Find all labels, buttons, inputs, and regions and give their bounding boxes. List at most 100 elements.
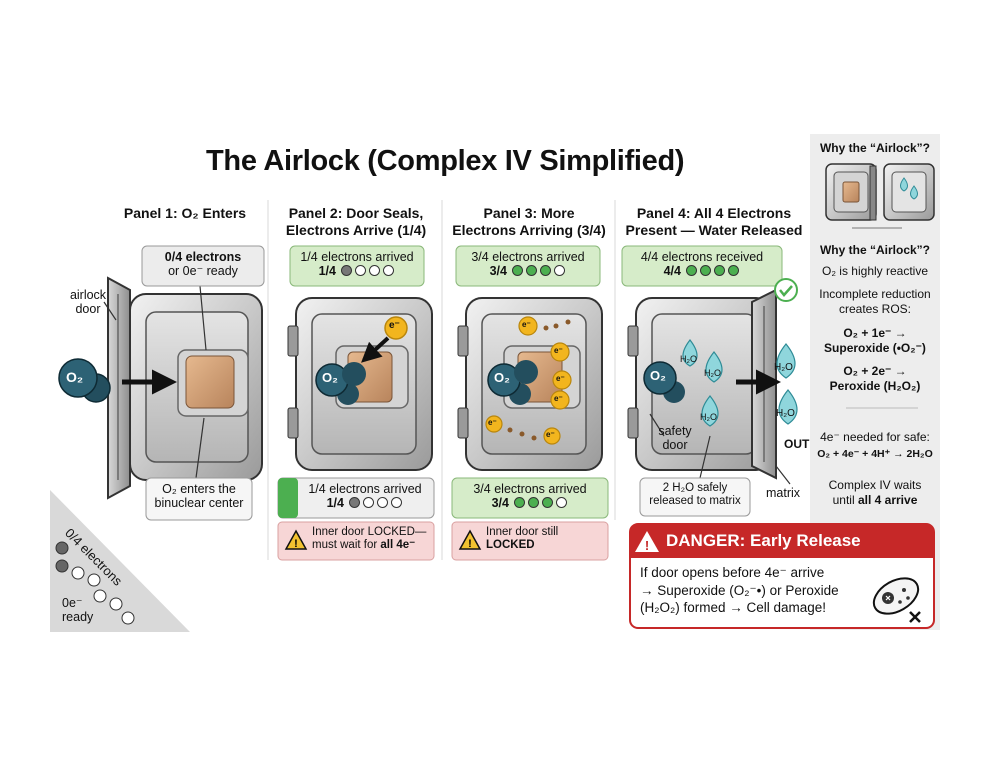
- panel-3-top-dots: [510, 264, 566, 278]
- sidebar-question-1: Why the “Airlock”?: [819, 141, 930, 155]
- sidebar-wait-line-1: Complex IV waits: [828, 478, 922, 492]
- panel-1-chamber: [58, 276, 263, 500]
- panel-3-bottom-count-row: 3/4: [452, 496, 608, 510]
- panel-2-warning-line-1: Inner door LOCKED—: [312, 526, 427, 538]
- progress-dot-empty: [555, 497, 567, 509]
- panel-4-note: 2 H₂O safely released to matrix: [640, 482, 750, 508]
- panel-3-electron-label-1: e⁻: [522, 320, 531, 329]
- panel-2-bottom-status: 1/4 electrons arrived 1/4: [298, 482, 432, 511]
- panel-4-water-label-1: H₂O: [680, 354, 697, 364]
- panel-2-electron-label: e⁻: [389, 320, 400, 331]
- panel-1-status-line-2: or 0e⁻ ready: [168, 264, 238, 279]
- safety-door-label-line-1: safety: [658, 424, 692, 438]
- sidebar-equation-2-line-1: O₂ + 2e⁻ →: [843, 364, 907, 378]
- corner-ready-label: 0e⁻ ready: [62, 596, 93, 625]
- panel-1-note-box: [145, 477, 253, 521]
- progress-dot-filled: [685, 265, 697, 277]
- panel-2-top-dots: [339, 264, 395, 278]
- panel-1-o2-label: O₂: [66, 369, 84, 385]
- panel-4-note-line-2: released to matrix: [649, 495, 741, 508]
- sidebar-fact-2-line-1: Incomplete reduction: [819, 287, 931, 301]
- danger-body: If door opens before 4e⁻ arrive → Supero…: [640, 564, 839, 617]
- panel-3-electron-label-6: e⁻: [546, 430, 555, 439]
- sidebar-equation-1: O₂ + 1e⁻ → Superoxide (•O₂⁻): [812, 326, 938, 356]
- safety-door-label: safety door: [650, 424, 700, 453]
- panel-3-o2-label: O₂: [494, 370, 510, 385]
- corner-legend: [50, 490, 190, 632]
- sidebar-fact-1: O₂ is highly reactive: [821, 264, 929, 278]
- sidebar-question-2: Why the “Airlock”?: [819, 243, 930, 257]
- sidebar-equation-1-line-2: Superoxide (•O₂⁻): [824, 341, 926, 355]
- panel-3-bottom-dots: [512, 496, 568, 510]
- panel-3-warning-line-1: Inner door still: [486, 526, 559, 538]
- panel-2-chamber: [287, 297, 433, 471]
- progress-dot-empty: [354, 265, 366, 277]
- panel-4-water-out-label-2: H₂O: [776, 408, 795, 419]
- sidebar-wait: Complex IV waits until all 4 arrive: [812, 478, 938, 508]
- panel-3-chamber: [457, 297, 603, 471]
- panel-4-heading-line-2: Present — Water Released: [625, 221, 803, 238]
- panel-2-warning-line-2: must wait for all 4e⁻: [312, 539, 426, 552]
- panel-1-status-line-1: 0/4 electrons: [142, 250, 264, 264]
- progress-dot-empty: [368, 265, 380, 277]
- panel-1-note-line-2: binuclear center: [154, 496, 244, 511]
- sidebar-airlock-icon: [825, 163, 935, 229]
- panel-4-top-text: 4/4 electrons received: [640, 250, 764, 264]
- panel-2-heading: Panel 2: Door Seals, Electrons Arrive (1…: [274, 205, 438, 239]
- panel-1-heading: Panel 1: O₂ Enters: [123, 205, 247, 221]
- panel-4-note-box: [639, 477, 751, 517]
- panel-2-bottom-dots: [347, 496, 403, 510]
- progress-dot-empty: [362, 497, 374, 509]
- panel-3-warning-icon: !: [458, 529, 482, 550]
- panel-2-warning-bold: all 4e⁻: [380, 539, 416, 552]
- panel-1-status-bold: 0/4 electrons: [164, 250, 242, 264]
- panel-dividers: [267, 200, 616, 560]
- progress-dot-filled: [727, 265, 739, 277]
- progress-dot-empty: [382, 265, 394, 277]
- panel-3-heading-line-1: Panel 3: More: [483, 205, 575, 221]
- panel-3-bottom-text: 3/4 electrons arrived: [473, 482, 587, 496]
- out-label: OUT: [784, 437, 810, 451]
- panel-3-bottom-status: 3/4 electrons arrived 3/4: [452, 482, 608, 511]
- danger-title: DANGER: Early Release: [666, 531, 861, 550]
- panel-3-heading-line-2: Electrons Arriving (3/4): [452, 221, 606, 238]
- binuclear-center: [185, 355, 235, 409]
- panel-2-bottom-text: 1/4 electrons arrived: [308, 482, 422, 496]
- panel-1-note-line-1: O₂ enters the: [162, 482, 236, 496]
- progress-dot-filled: [513, 497, 525, 509]
- panel-3-electron-label-3: e⁻: [556, 374, 565, 383]
- danger-line-2: → Superoxide (O₂⁻•) or Peroxide: [640, 582, 839, 598]
- airlock-door-label-line-2: door: [75, 302, 101, 317]
- panel-2-top-count: 1/4: [318, 264, 336, 279]
- sidebar-wait-line-2: until all 4 arrive: [812, 493, 938, 508]
- panel-1-status-box: [141, 245, 265, 287]
- panel-4-water-out-label-1: H₂O: [774, 362, 793, 373]
- svg-text:!: !: [468, 538, 472, 550]
- danger-box: !: [629, 523, 935, 629]
- panel-3-electron-label-4: e⁻: [554, 394, 563, 403]
- panel-3-warning-box: [451, 521, 609, 561]
- airlock-door: [107, 276, 131, 500]
- sidebar-wait-bold: all 4 arrive: [857, 493, 918, 507]
- panel-3-top-count-row: 3/4: [456, 264, 600, 278]
- panel-3-top-status: 3/4 electrons arrived 3/4: [456, 250, 600, 279]
- panel-2-top-count-row: 1/4: [290, 264, 424, 278]
- panel-3-heading: Panel 3: More Electrons Arriving (3/4): [446, 205, 612, 239]
- page-title: The Airlock (Complex IV Simplified): [206, 145, 685, 177]
- panel-2-o2-label: O₂: [322, 370, 338, 385]
- airlock-door-label-line-1: airlock: [69, 288, 107, 302]
- sidebar-fact-2-line-2: creates ROS:: [838, 302, 912, 316]
- sidebar-wait-text: until: [832, 493, 858, 507]
- sidebar-fact-2: Incomplete reduction creates ROS:: [812, 287, 938, 317]
- panel-4-heading: Panel 4: All 4 Electrons Present — Water…: [618, 205, 810, 239]
- panel-4-water-label-2: H₂O: [704, 368, 721, 378]
- panel-2-heading-line-1: Panel 2: Door Seals,: [288, 205, 424, 221]
- panel-4-heading-line-1: Panel 4: All 4 Electrons: [636, 205, 792, 221]
- progress-dot-filled: [713, 265, 725, 277]
- panel-4-chamber: [627, 288, 798, 485]
- panel-2-warning-box: [277, 521, 435, 561]
- panel-1-status: 0/4 electrons or 0e⁻ ready: [142, 250, 264, 279]
- bacteria-icon: [872, 577, 921, 623]
